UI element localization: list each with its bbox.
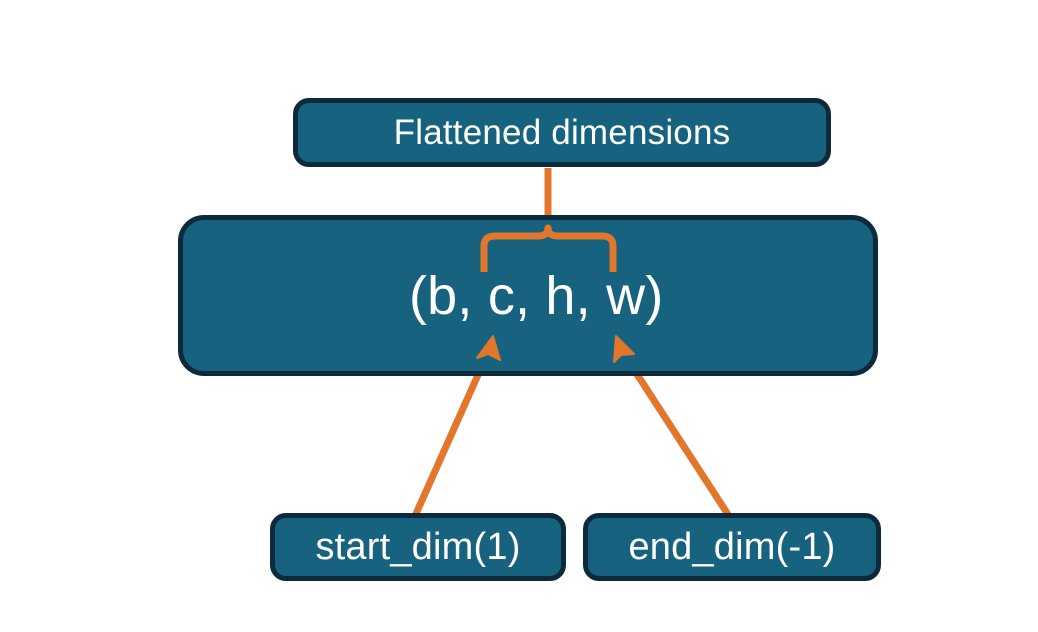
node-end-dim[interactable]: end_dim(-1) — [583, 513, 881, 581]
node-flattened-dimensions[interactable]: Flattened dimensions — [293, 98, 831, 167]
node-tensor-shape-label: (b, c, h, w) — [409, 265, 664, 326]
node-tensor-shape[interactable]: (b, c, h, w) — [178, 215, 878, 376]
node-start-dim[interactable]: start_dim(1) — [270, 513, 566, 581]
node-end-dim-label: end_dim(-1) — [628, 526, 836, 568]
node-start-dim-label: start_dim(1) — [315, 526, 521, 568]
node-flattened-dimensions-label: Flattened dimensions — [393, 113, 731, 152]
